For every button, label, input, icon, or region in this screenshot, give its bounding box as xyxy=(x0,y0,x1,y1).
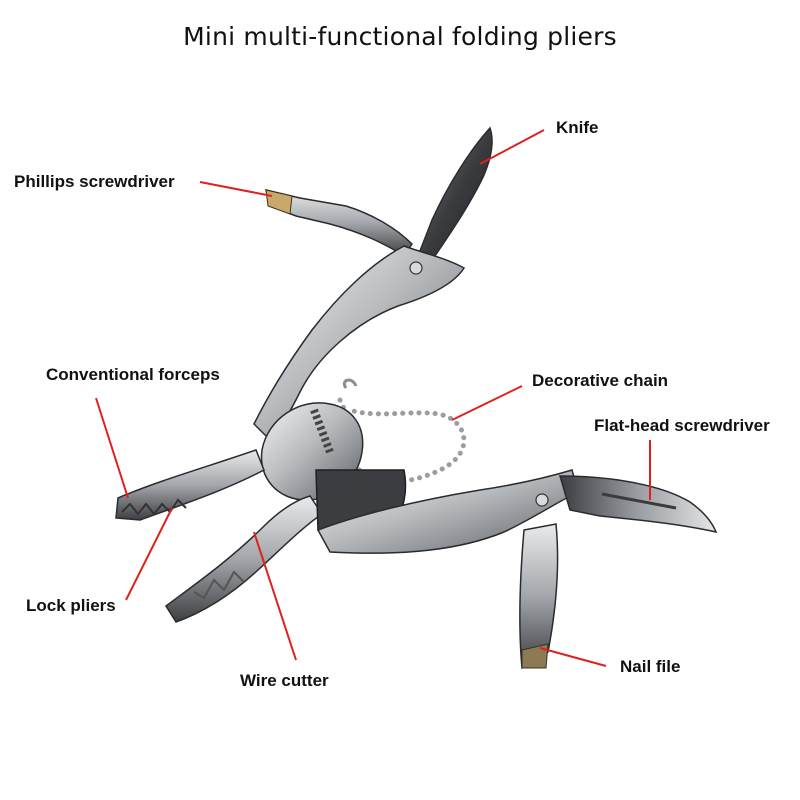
pivot-spring xyxy=(310,408,334,454)
knife-blade xyxy=(415,126,493,267)
label-decorative-chain: Decorative chain xyxy=(532,371,669,390)
leader-forceps xyxy=(95,397,129,499)
flathead-slot xyxy=(601,492,677,510)
label-conventional-forceps: Conventional forceps xyxy=(46,365,220,384)
upper-pivot-rivet xyxy=(409,261,423,275)
upper-jaw-teeth xyxy=(121,498,187,516)
upper-handle xyxy=(253,245,466,442)
leader-wire-cutter xyxy=(253,531,297,661)
lower-jaw xyxy=(164,495,324,623)
leader-knife xyxy=(479,129,545,165)
label-wire-cutter: Wire cutter xyxy=(240,671,329,690)
label-phillips-screwdriver: Phillips screwdriver xyxy=(14,172,175,191)
leader-nail-file xyxy=(539,647,607,667)
lower-jaw-teeth xyxy=(193,570,245,600)
leader-phillips xyxy=(199,181,273,197)
phillips-screwdriver-tip xyxy=(265,189,293,215)
label-nail-file: Nail file xyxy=(620,657,681,676)
leader-chain xyxy=(451,385,523,421)
nail-file-tip xyxy=(521,643,549,669)
upper-jaw xyxy=(115,449,265,521)
label-lock-pliers: Lock pliers xyxy=(26,596,116,615)
lower-pivot-rivet xyxy=(535,493,549,507)
nail-file xyxy=(519,523,559,670)
flathead-screwdriver xyxy=(558,475,718,534)
label-knife: Knife xyxy=(556,118,599,137)
chain-ring xyxy=(342,378,358,389)
leader-lock-pliers xyxy=(125,507,173,601)
label-flathead-screwdriver: Flat-head screwdriver xyxy=(594,416,770,435)
leader-lines xyxy=(95,129,651,667)
diagram-title: Mini multi-functional folding pliers xyxy=(183,22,617,51)
